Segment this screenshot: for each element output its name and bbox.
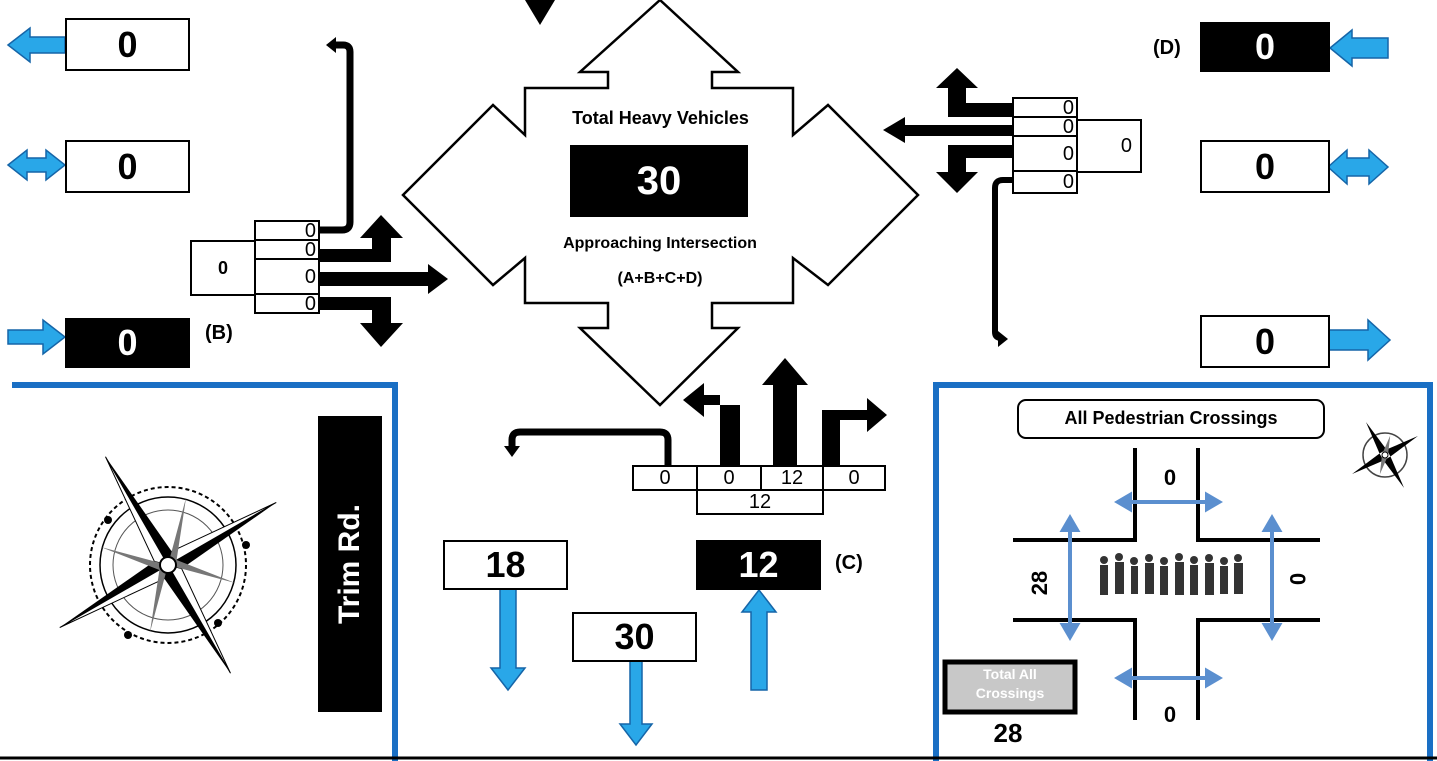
south-cell-2: 0 (696, 465, 762, 491)
east-cell-2: 0 (1012, 116, 1078, 137)
pedestrians-icon (1100, 553, 1243, 595)
east-blue-arrows (1326, 28, 1392, 362)
west-cell-4: 0 (254, 293, 320, 314)
south-cell-1: 0 (632, 465, 698, 491)
street-sign: Trim Rd. (318, 416, 382, 712)
east-cell-1: 0 (1012, 97, 1078, 118)
compass-rose-icon (59, 456, 277, 674)
pedestrian-title-box (1017, 399, 1325, 439)
east-bottom-out-box: 0 (1200, 315, 1330, 368)
total-crossings-value: 28 (993, 718, 1023, 748)
south-out-box: 18 (443, 540, 568, 590)
west-cell-2: 0 (254, 239, 320, 260)
pedestrian-south: 0 (1163, 702, 1177, 727)
east-mid-total-box: 0 (1200, 140, 1330, 193)
south-cell-total: 12 (696, 489, 824, 515)
south-movement-arrows (504, 358, 887, 465)
pedestrian-intersection (1013, 448, 1320, 720)
west-label: (B) (205, 322, 233, 344)
pedestrian-north: 0 (1163, 465, 1177, 490)
east-cell-total: 0 (1076, 119, 1142, 173)
west-panel-frame (12, 382, 398, 761)
south-label: (C) (835, 552, 863, 574)
pedestrian-crossing-arrows (1059, 491, 1283, 689)
south-cell-4: 0 (822, 465, 886, 491)
east-cell-4: 0 (1012, 170, 1078, 194)
south-cell-3: 12 (760, 465, 824, 491)
west-cell-total: 0 (190, 240, 256, 296)
east-panel-frame (933, 382, 1433, 761)
west-cell-1: 0 (254, 220, 320, 241)
street-name: Trim Rd. (333, 504, 366, 625)
west-cell-3: 0 (254, 258, 320, 295)
south-total-box: 30 (572, 612, 697, 662)
center-title: Total Heavy Vehicles (572, 108, 749, 128)
east-movement-arrows (883, 68, 1013, 347)
center-subtitle: Approaching Intersection (563, 235, 757, 252)
west-approach-box: 0 (65, 318, 190, 368)
small-compass-icon (1352, 422, 1418, 488)
west-mid-total-box: 0 (65, 140, 190, 193)
west-top-out-box: 0 (65, 18, 190, 71)
east-approach-box: 0 (1200, 22, 1330, 72)
center-formula: (A+B+C+D) (617, 270, 703, 287)
east-cell-3: 0 (1012, 135, 1078, 172)
total-crossings-box (942, 659, 1078, 715)
center-total: 30 (570, 145, 748, 217)
pedestrian-west: 28 (1027, 570, 1052, 596)
west-movement-arrows (318, 37, 448, 347)
pedestrian-east: 0 (1285, 572, 1310, 586)
pedestrian-title: All Pedestrian Crossings (1064, 408, 1278, 428)
south-approach-box: 12 (696, 540, 821, 590)
total-crossings-label: Total All Crossings (975, 666, 1045, 701)
north-arrowhead (525, 0, 555, 25)
west-blue-arrows (6, 26, 67, 356)
east-label: (D) (1153, 37, 1181, 59)
